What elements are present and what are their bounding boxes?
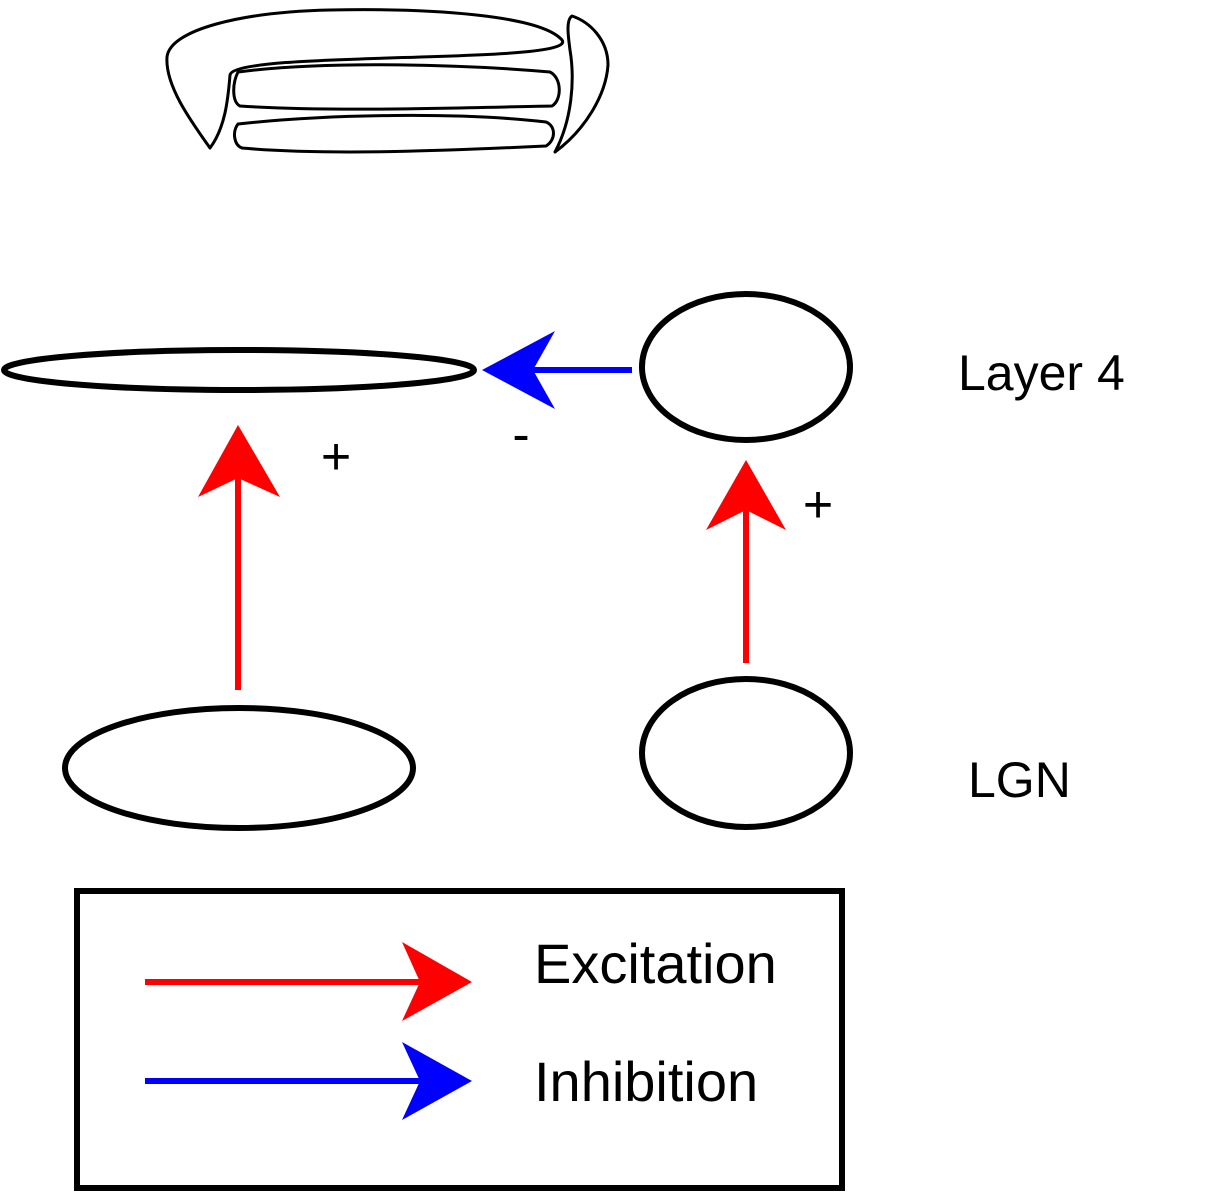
layer4-label: Layer 4 — [958, 345, 1125, 401]
brain-slice-icon — [165, 8, 610, 154]
legend-inhibition-label: Inhibition — [534, 1050, 758, 1113]
left-excitation-sign: + — [321, 428, 351, 486]
brain-slice-upper-layer — [232, 63, 561, 111]
inhibition-sign: - — [512, 406, 529, 464]
legend-inhibition-arrow — [145, 1042, 472, 1120]
brain-slice-outer-contour — [165, 8, 564, 150]
layer4-elongated-neuron — [1, 347, 477, 393]
layer4-round-neuron — [639, 291, 853, 443]
brain-slice-lower-layer — [233, 113, 555, 154]
lgn-label: LGN — [968, 752, 1071, 808]
excitation-arrow-left — [198, 425, 280, 690]
right-excitation-sign: + — [803, 476, 833, 534]
lgn-elongated-neuron — [62, 705, 416, 831]
lgn-round-neuron — [639, 676, 853, 830]
brain-slice-side-lobe — [553, 14, 610, 154]
excitation-arrow-right — [706, 460, 786, 663]
inhibition-arrow — [482, 331, 632, 409]
legend-excitation-label: Excitation — [534, 932, 777, 995]
legend-excitation-arrow — [145, 942, 472, 1021]
legend-box: Excitation Inhibition — [74, 888, 845, 1191]
